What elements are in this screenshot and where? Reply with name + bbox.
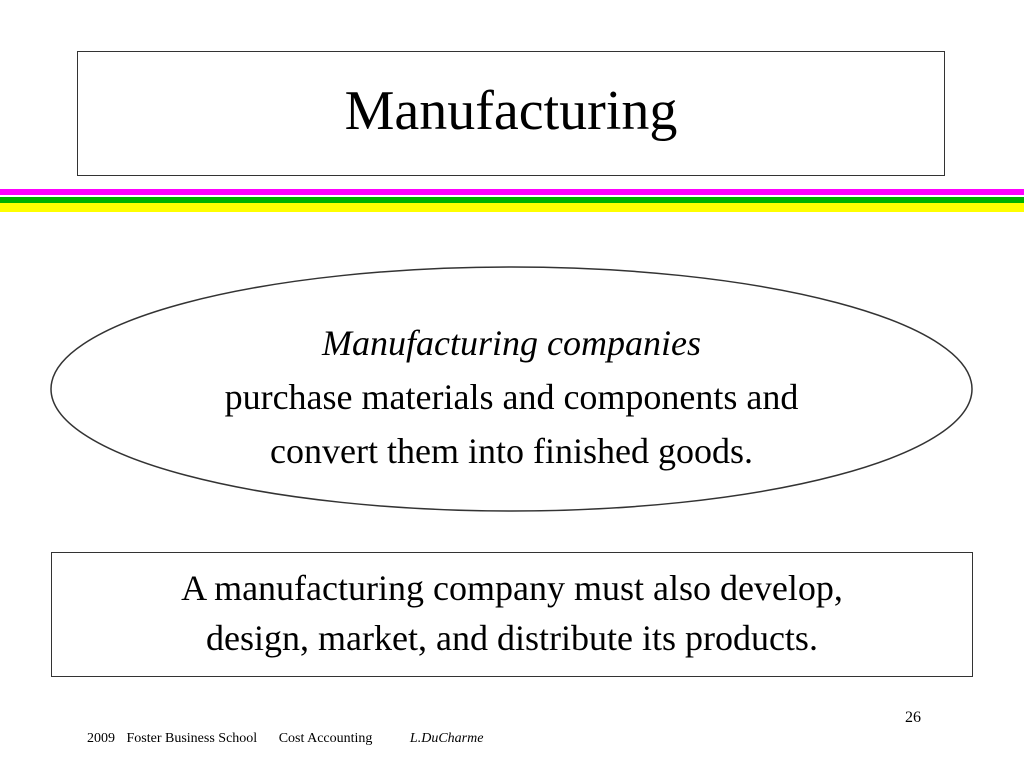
title-box: Manufacturing <box>77 51 945 176</box>
ellipse-outline <box>50 266 973 512</box>
footer: 2009 Foster Business School Cost Account… <box>87 731 483 747</box>
footer-author: L.DuCharme <box>409 731 484 746</box>
definition-line-1: purchase materials and components and <box>224 377 799 417</box>
stripe-green <box>0 197 1024 203</box>
note-box: A manufacturing company must also develo… <box>51 552 973 677</box>
footer-course: Cost Accounting <box>278 731 373 746</box>
slide-title: Manufacturing <box>344 79 678 142</box>
definition-heading: Manufacturing companies <box>322 323 701 363</box>
note-line-2: design, market, and distribute its produ… <box>206 618 818 658</box>
definition-line-2: convert them into finished goods. <box>270 431 753 471</box>
footer-school: Foster Business School <box>126 731 258 746</box>
note-line-1: A manufacturing company must also develo… <box>181 568 843 608</box>
definition-ellipse: Manufacturing companies purchase materia… <box>50 266 973 512</box>
definition-text: Manufacturing companies purchase materia… <box>50 316 973 478</box>
stripe-gap <box>0 195 1024 197</box>
page-number: 26 <box>905 709 921 726</box>
footer-year: 2009 <box>87 731 115 746</box>
decorative-stripes <box>0 189 1024 212</box>
stripe-yellow <box>0 203 1024 212</box>
stripe-magenta <box>0 189 1024 195</box>
